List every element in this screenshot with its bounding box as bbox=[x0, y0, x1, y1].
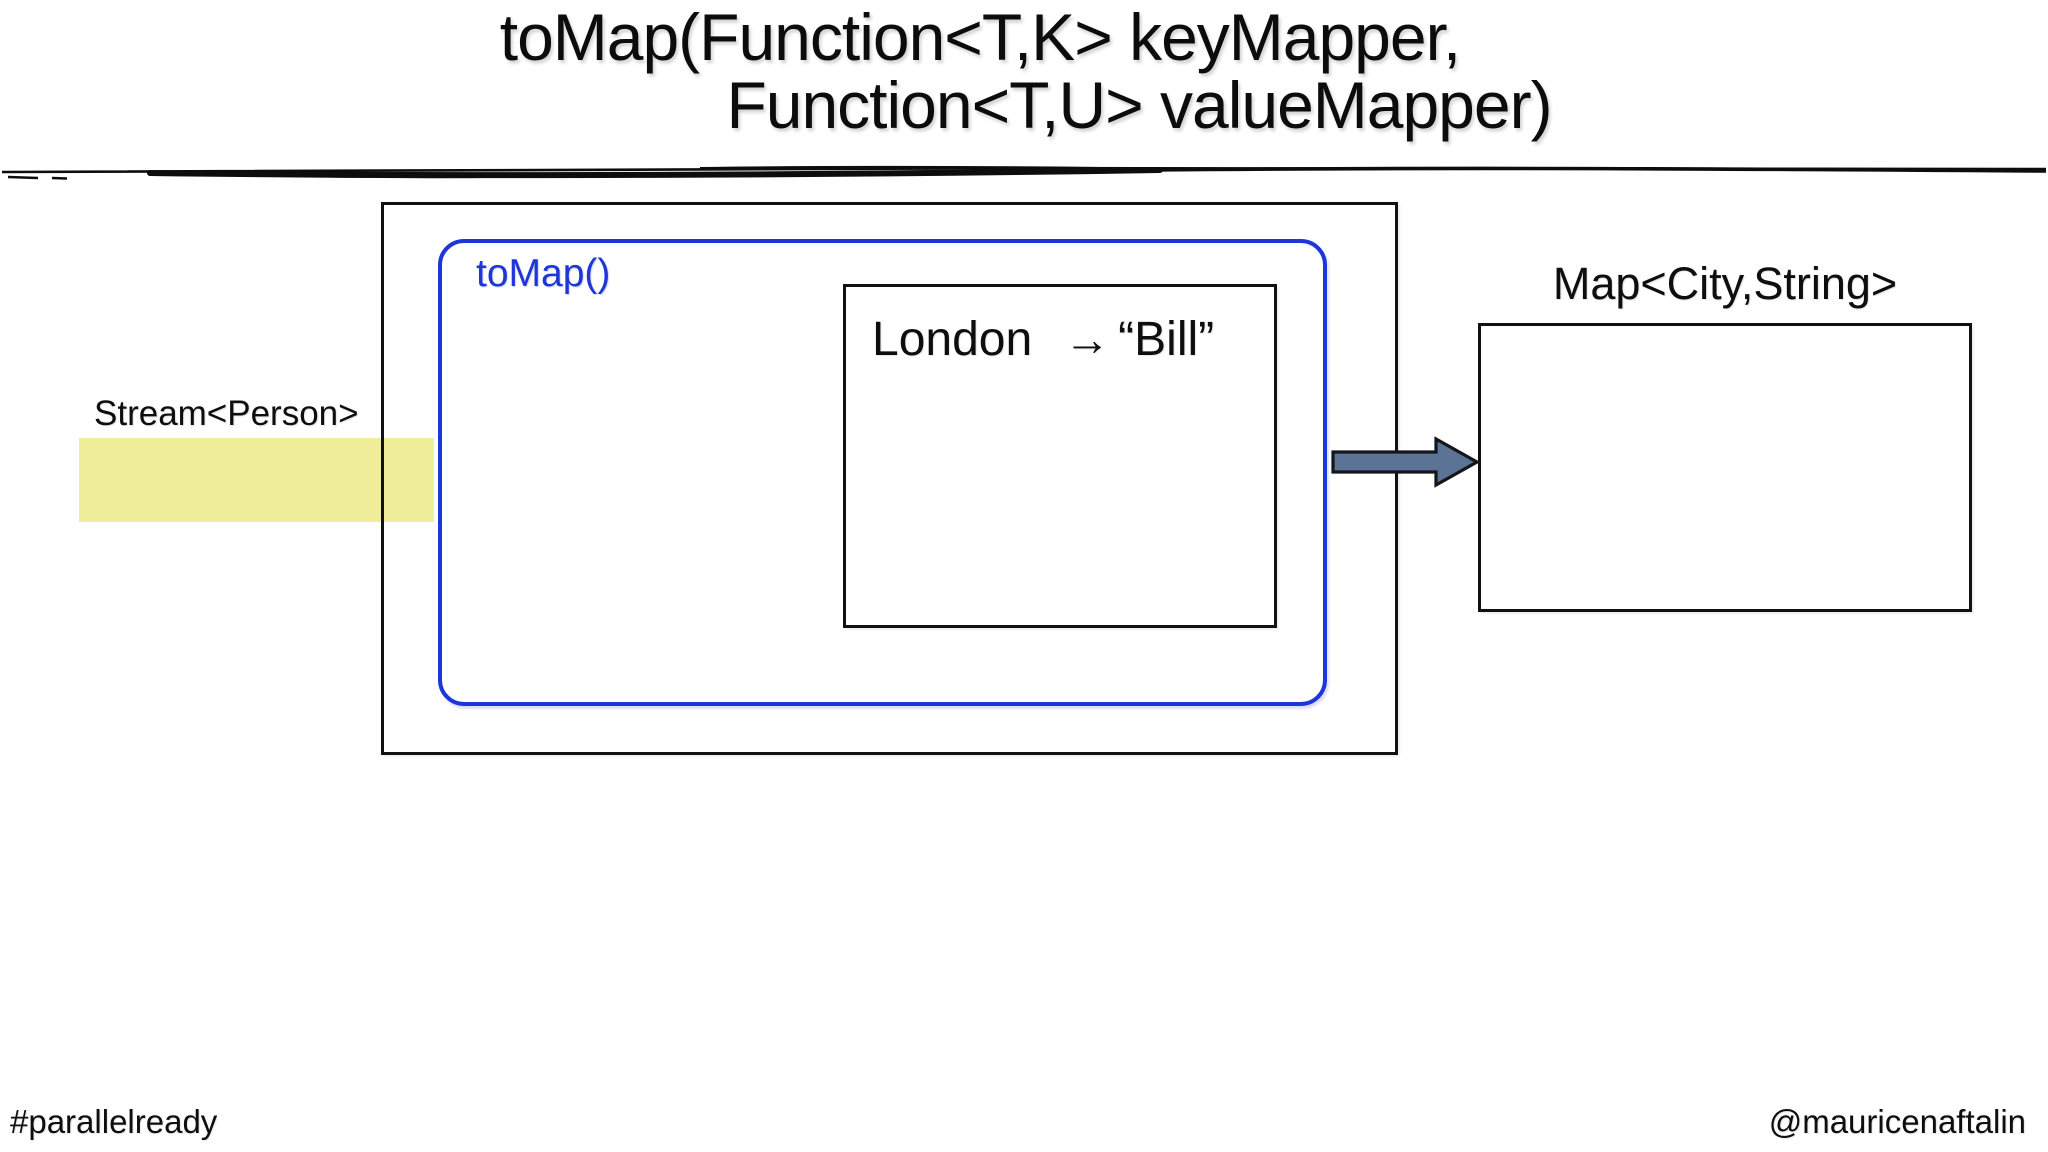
slide-title-line1: toMap(Function<T,K> keyMapper, bbox=[499, 0, 1462, 74]
stream-highlight-bar bbox=[79, 438, 434, 522]
maps-to-arrow-icon: → bbox=[1064, 313, 1111, 365]
twitter-handle-label: @mauricenaftalin bbox=[1768, 1103, 2026, 1140]
collector-outer-box bbox=[381, 202, 1398, 755]
map-type-label: Map<City,String> bbox=[1552, 258, 1898, 309]
divider-rule-icon bbox=[1, 165, 2047, 180]
hashtag-label: #parallelready bbox=[10, 1103, 218, 1140]
map-entry: London → “Bill” bbox=[872, 313, 1214, 366]
map-entry-box: London → “Bill” bbox=[843, 284, 1277, 628]
entry-key-label: London bbox=[872, 313, 1033, 366]
tomap-label: toMap() bbox=[476, 252, 611, 295]
slide-title-line2: Function<T,U> valueMapper) bbox=[726, 68, 1552, 142]
flow-arrow-icon bbox=[1331, 436, 1481, 488]
entry-value-label: “Bill” bbox=[1118, 313, 1215, 366]
stream-type-label: Stream<Person> bbox=[94, 394, 359, 433]
tomap-collector-box: toMap() bbox=[438, 239, 1327, 706]
result-map-box bbox=[1478, 323, 1972, 612]
